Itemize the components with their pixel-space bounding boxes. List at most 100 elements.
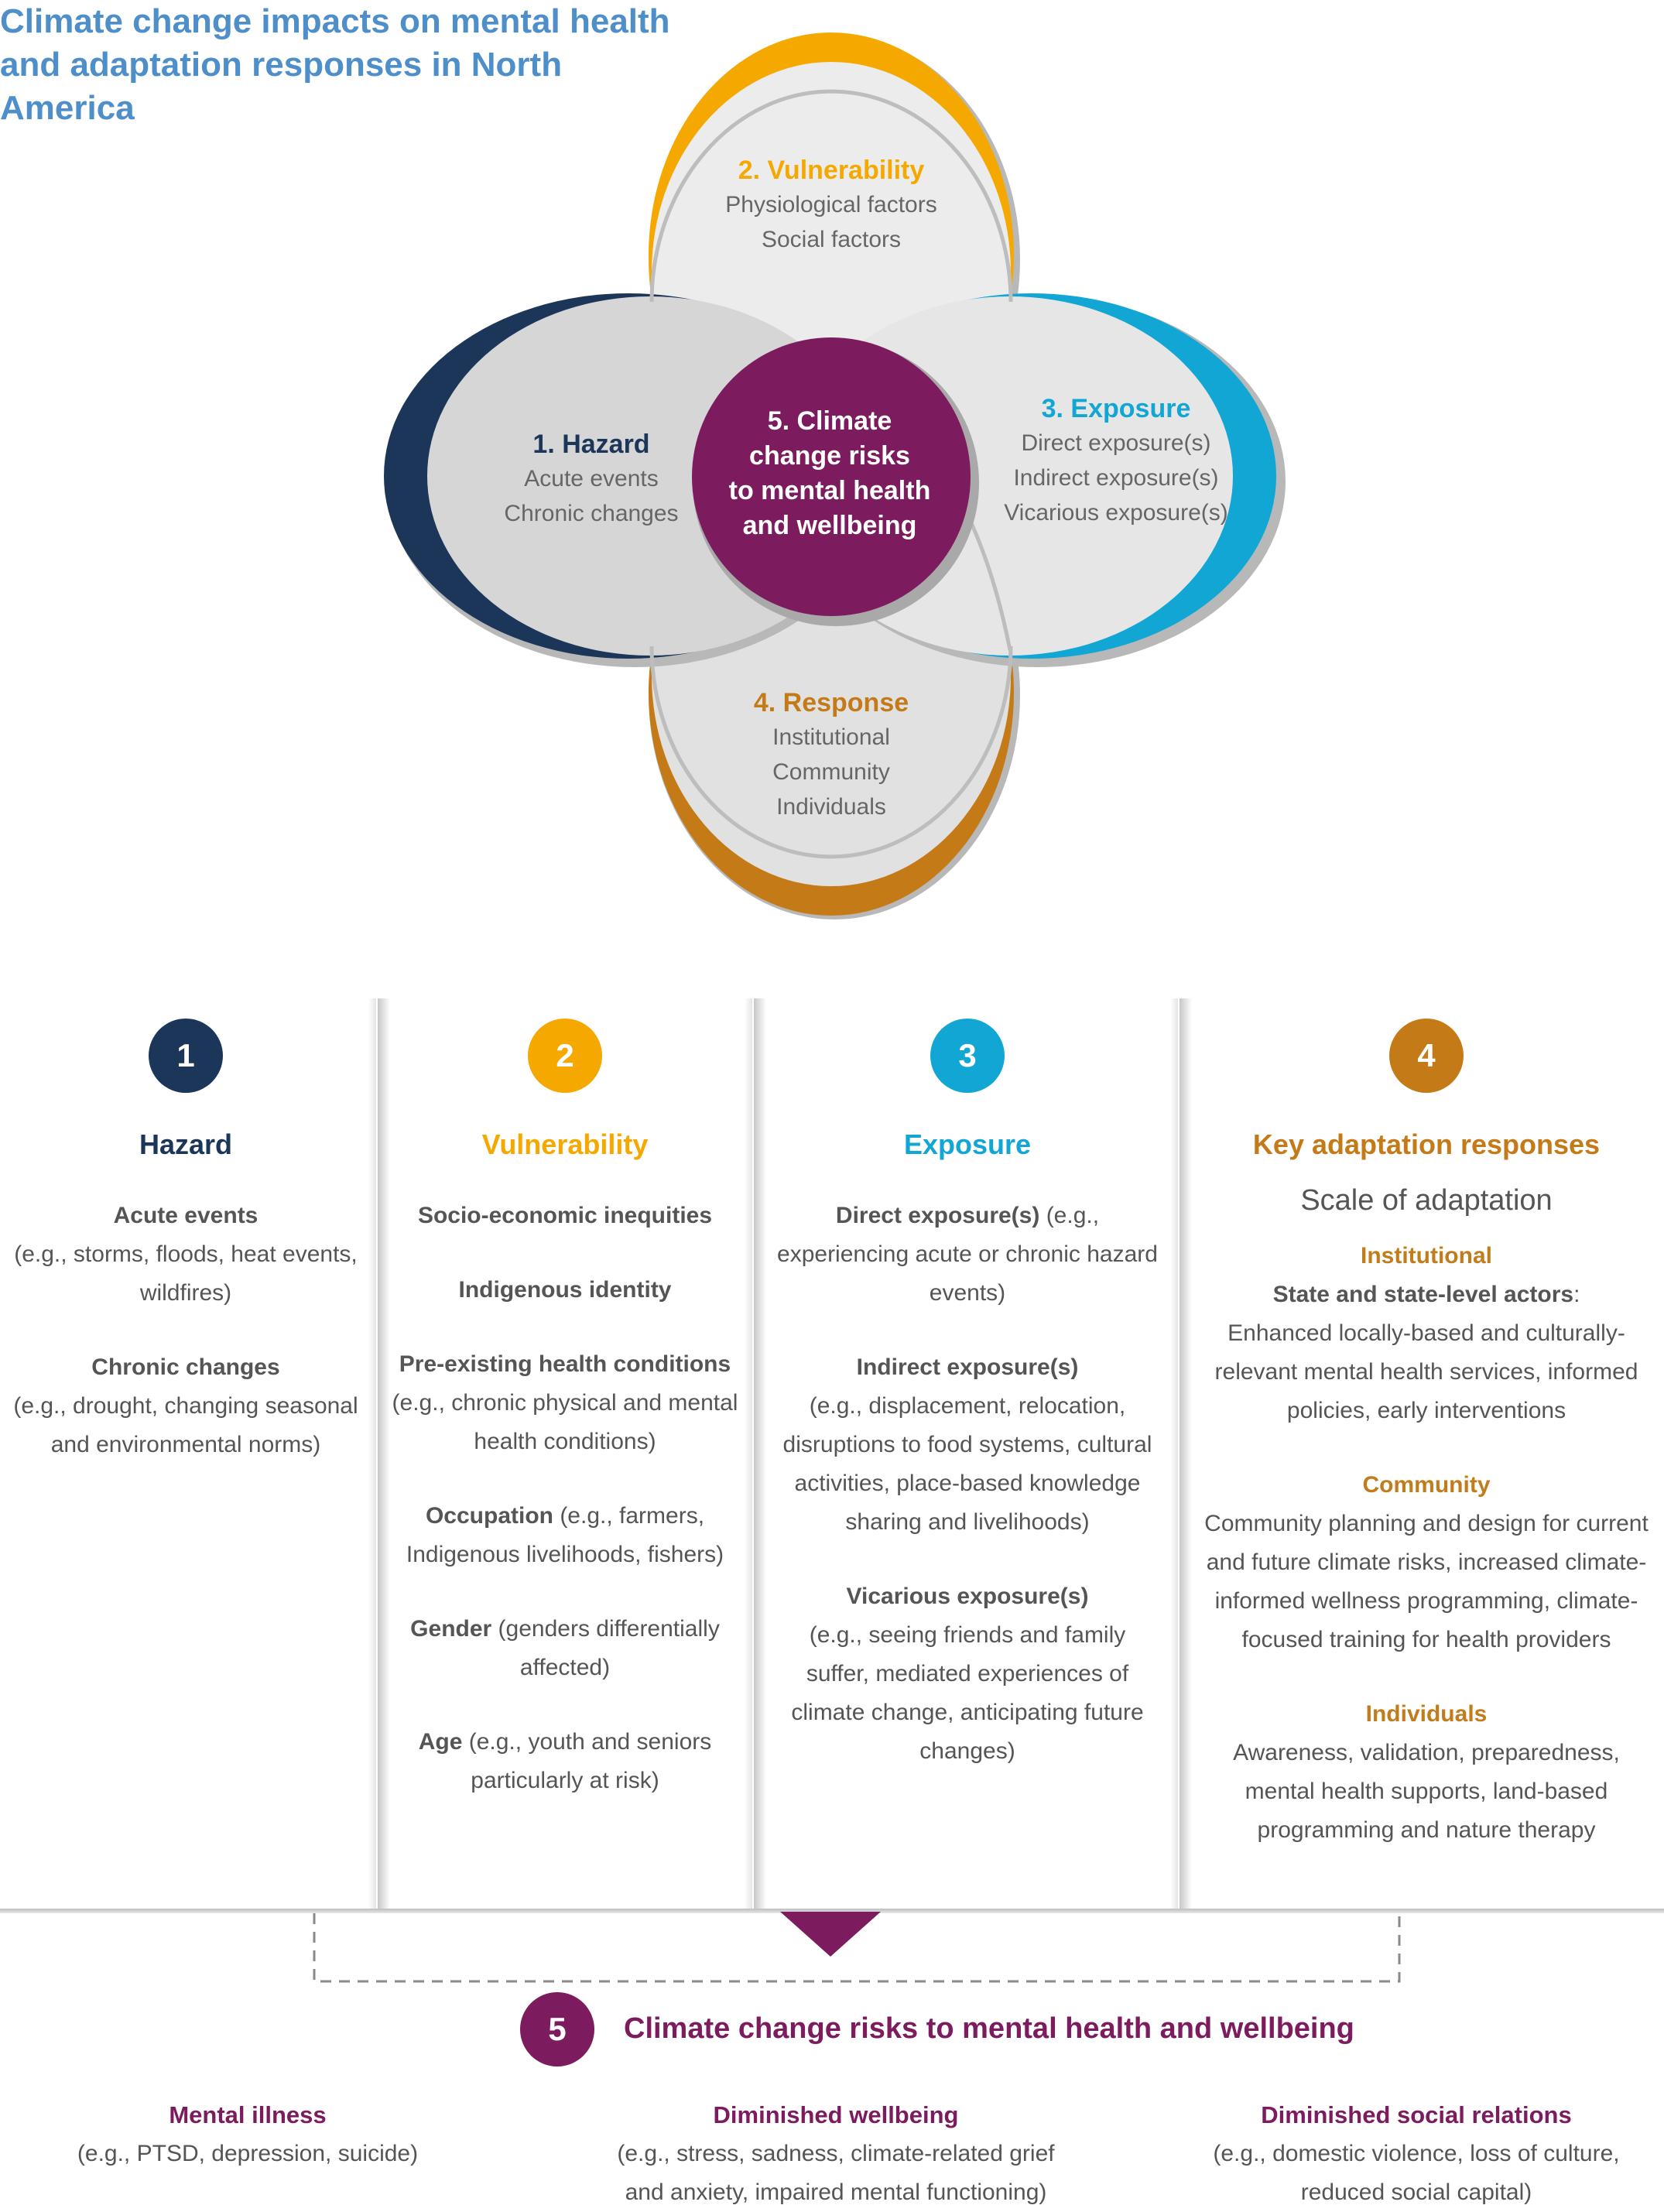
response-level-label: State and state-level actors bbox=[1272, 1282, 1574, 1307]
venn-diagram bbox=[384, 33, 1286, 919]
title-line-2: and adaptation responses in North Americ… bbox=[0, 46, 563, 127]
column-divider bbox=[1170, 998, 1178, 1912]
hazard-item-detail: (e.g., drought, changing seasonal and en… bbox=[13, 1393, 358, 1457]
outcome-detail: (e.g., PTSD, depression, suicide) bbox=[77, 2141, 419, 2166]
hazard-heading: Hazard bbox=[139, 1128, 233, 1160]
vulnerability-column: 2 Vulnerability Socio-economic inequitie… bbox=[387, 998, 743, 1912]
outcome-label: Mental illness bbox=[169, 2101, 327, 2128]
exposure-item-label: Direct exposure(s) bbox=[835, 1203, 1040, 1228]
title-line-1: Climate change impacts on mental health bbox=[0, 2, 670, 40]
response-level-name: Institutional bbox=[1361, 1243, 1492, 1269]
hazard-item-label: Acute events bbox=[113, 1203, 259, 1228]
venn-hazard-heading: 1. Hazard bbox=[532, 430, 650, 459]
column-divider-shadow bbox=[754, 998, 766, 1912]
hazard-item-label: Chronic changes bbox=[91, 1354, 280, 1380]
down-arrow bbox=[780, 1912, 881, 1957]
response-level-name: Individuals bbox=[1365, 1701, 1488, 1727]
vulnerability-heading: Vulnerability bbox=[481, 1128, 649, 1160]
exposure-item-label: Indirect exposure(s) bbox=[856, 1354, 1079, 1380]
venn-exposure-heading: 3. Exposure bbox=[1041, 394, 1191, 423]
venn-center-line: change risks bbox=[749, 441, 910, 471]
column-divider-shadow bbox=[1180, 998, 1192, 1912]
outcome-detail: (e.g., stress, sadness, climate-related … bbox=[617, 2141, 1055, 2205]
hazard-item: Acute events (e.g., storms, floods, heat… bbox=[8, 1197, 364, 1313]
venn-response-label: 4. Response Institutional Community Indi… bbox=[653, 686, 1009, 824]
venn-center-line: to mental health bbox=[728, 476, 931, 505]
outcome-label: Diminished social relations bbox=[1261, 2101, 1572, 2128]
columns-bottom-edge bbox=[0, 1909, 1664, 1913]
column-divider-shadow bbox=[378, 998, 390, 1912]
vulnerability-item: Gender (genders differentially affected) bbox=[387, 1610, 743, 1687]
connector-graphic bbox=[313, 1912, 1401, 1983]
venn-hazard-label: 1. Hazard Acute events Chronic changes bbox=[413, 427, 769, 531]
response-level: Institutional State and state-level acto… bbox=[1190, 1237, 1662, 1430]
venn-exposure-item: Indirect exposure(s) bbox=[1013, 465, 1219, 491]
vulnerability-item-label: Pre-existing health conditions bbox=[399, 1351, 731, 1377]
venn-response-item: Institutional bbox=[772, 724, 890, 750]
venn-response-item: Individuals bbox=[776, 794, 886, 820]
response-level-detail: Community planning and design for curren… bbox=[1204, 1511, 1649, 1652]
venn-center-line: 5. Climate bbox=[767, 406, 892, 436]
outcome-detail: (e.g., domestic violence, loss of cultur… bbox=[1213, 2141, 1620, 2205]
venn-exposure-item: Vicarious exposure(s) bbox=[1004, 500, 1228, 526]
response-level-name: Community bbox=[1362, 1472, 1491, 1498]
vulnerability-item-detail: (e.g., youth and seniors particularly at… bbox=[462, 1729, 712, 1793]
exposure-number-badge: 3 bbox=[930, 1019, 1005, 1093]
exposure-item-label: Vicarious exposure(s) bbox=[846, 1584, 1089, 1609]
outcome-item: Diminished wellbeing (e.g., stress, sadn… bbox=[604, 2096, 1068, 2212]
exposure-item-detail: (e.g., experiencing acute or chronic haz… bbox=[777, 1203, 1158, 1306]
hazard-column: 1 Hazard Acute events (e.g., storms, flo… bbox=[8, 998, 364, 1912]
vulnerability-item: Socio-economic inequities bbox=[387, 1197, 743, 1235]
vulnerability-item-label: Indigenous identity bbox=[458, 1277, 672, 1303]
hazard-number-badge: 1 bbox=[149, 1019, 223, 1093]
venn-vulnerability-label: 2. Vulnerability Physiological factors S… bbox=[653, 153, 1009, 257]
response-level-detail: Awareness, validation, preparedness, men… bbox=[1233, 1740, 1620, 1843]
exposure-item-detail: (e.g., displacement, relocation, disrupt… bbox=[782, 1393, 1152, 1535]
vulnerability-number-badge: 2 bbox=[528, 1019, 602, 1093]
center-circle bbox=[692, 337, 971, 616]
response-level: Community Community planning and design … bbox=[1190, 1466, 1662, 1659]
venn-center-line: and wellbeing bbox=[742, 511, 917, 540]
venn-exposure-label: 3. Exposure Direct exposure(s) Indirect … bbox=[938, 392, 1294, 530]
vulnerability-item: Pre-existing health conditions (e.g., ch… bbox=[387, 1345, 743, 1461]
venn-hazard-item: Acute events bbox=[524, 466, 659, 491]
exposure-item: Indirect exposure(s) (e.g., displacement… bbox=[766, 1348, 1169, 1542]
column-divider bbox=[745, 998, 752, 1912]
outcome-label: Diminished wellbeing bbox=[713, 2101, 959, 2128]
vulnerability-item: Indigenous identity bbox=[387, 1271, 743, 1310]
vulnerability-item-label: Occupation bbox=[425, 1503, 553, 1529]
response-subheading: Scale of adaptation bbox=[1300, 1184, 1553, 1217]
response-column: 4 Key adaptation responses Scale of adap… bbox=[1190, 998, 1662, 1912]
exposure-column: 3 Exposure Direct exposure(s) (e.g., exp… bbox=[766, 998, 1169, 1912]
venn-response-heading: 4. Response bbox=[753, 688, 909, 717]
venn-vulnerability-heading: 2. Vulnerability bbox=[738, 156, 925, 185]
vulnerability-overlap-edge bbox=[649, 89, 1013, 303]
response-level-label-suffix: : bbox=[1573, 1282, 1580, 1307]
vulnerability-item-detail: (e.g., chronic physical and mental healt… bbox=[392, 1390, 738, 1454]
exposure-item-detail: (e.g., seeing friends and family suffer,… bbox=[791, 1622, 1144, 1764]
hazard-item-detail: (e.g., storms, floods, heat events, wild… bbox=[14, 1241, 358, 1306]
risks-number-badge: 5 bbox=[520, 1992, 594, 2066]
vulnerability-item: Occupation (e.g., farmers, Indigenous li… bbox=[387, 1497, 743, 1574]
vulnerability-item-label: Age bbox=[418, 1729, 463, 1755]
vulnerability-item-detail: (genders differentially affected) bbox=[491, 1616, 720, 1680]
exposure-heading: Exposure bbox=[903, 1128, 1032, 1160]
vulnerability-item-label: Socio-economic inequities bbox=[417, 1203, 713, 1228]
response-heading: Key adaptation responses bbox=[1252, 1128, 1601, 1160]
response-overlap-edge bbox=[649, 645, 1013, 859]
venn-center-label: 5. Climate change risks to mental health… bbox=[706, 404, 954, 543]
venn-vulnerability-item: Social factors bbox=[761, 227, 902, 252]
hazard-item: Chronic changes (e.g., drought, changing… bbox=[8, 1348, 364, 1464]
response-number-badge: 4 bbox=[1389, 1019, 1464, 1093]
venn-response-item: Community bbox=[772, 759, 890, 785]
venn-exposure-item: Direct exposure(s) bbox=[1021, 430, 1211, 456]
outcome-item: Mental illness (e.g., PTSD, depression, … bbox=[46, 2096, 449, 2173]
venn-vulnerability-item: Physiological factors bbox=[725, 192, 937, 217]
exposure-item: Direct exposure(s) (e.g., experiencing a… bbox=[766, 1197, 1169, 1313]
outcome-item: Diminished social relations (e.g., domes… bbox=[1192, 2096, 1641, 2212]
vulnerability-item-detail: (e.g., farmers, Indigenous livelihoods, … bbox=[406, 1503, 724, 1567]
page-title: Climate change impacts on mental health … bbox=[0, 0, 697, 130]
vulnerability-item-label: Gender bbox=[410, 1616, 492, 1642]
vulnerability-item: Age (e.g., youth and seniors particularl… bbox=[387, 1723, 743, 1800]
risks-heading: Climate change risks to mental health an… bbox=[624, 2012, 1354, 2045]
